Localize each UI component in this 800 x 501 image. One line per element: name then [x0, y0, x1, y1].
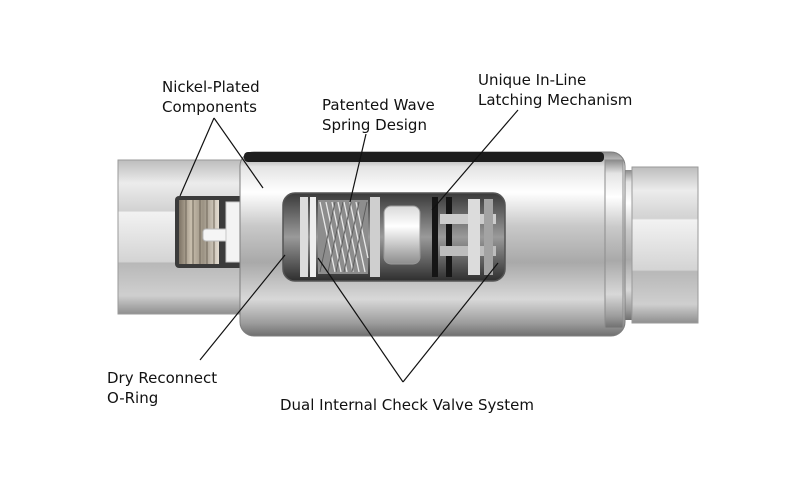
leader-latching	[431, 109, 519, 211]
label-line: Unique In-Line	[478, 71, 587, 89]
label-unique-latching-mechanism: Unique In-Line Latching Mechanism	[478, 70, 632, 110]
right-hex-body	[620, 166, 699, 324]
wave-spring	[318, 200, 369, 274]
leader-nickel-left	[179, 117, 215, 197]
cutaway-window	[282, 192, 506, 282]
label-line: Dry Reconnect	[107, 369, 218, 387]
label-line: O-Ring	[107, 389, 159, 407]
leader-dry-reconnect	[199, 254, 286, 361]
label-dual-check-valve-system: Dual Internal Check Valve System	[280, 395, 534, 415]
label-line: Components	[162, 98, 257, 116]
label-nickel-plated-components: Nickel-Plated Components	[162, 77, 260, 117]
leader-check-valve-left	[317, 257, 404, 383]
label-line: Spring Design	[322, 116, 427, 134]
label-line: Patented Wave	[322, 96, 435, 114]
leader-lines	[179, 109, 519, 383]
label-line: Dual Internal Check Valve System	[280, 396, 534, 414]
label-patented-wave-spring: Patented Wave Spring Design	[322, 95, 435, 135]
label-line: Latching Mechanism	[478, 91, 633, 109]
leader-check-valve-right	[402, 262, 499, 383]
leader-wave-spring	[349, 133, 367, 203]
left-hex-body	[117, 159, 249, 315]
label-line: Nickel-Plated	[162, 78, 260, 96]
leader-nickel-right	[213, 117, 264, 189]
label-dry-reconnect-oring: Dry Reconnect O-Ring	[107, 368, 217, 408]
